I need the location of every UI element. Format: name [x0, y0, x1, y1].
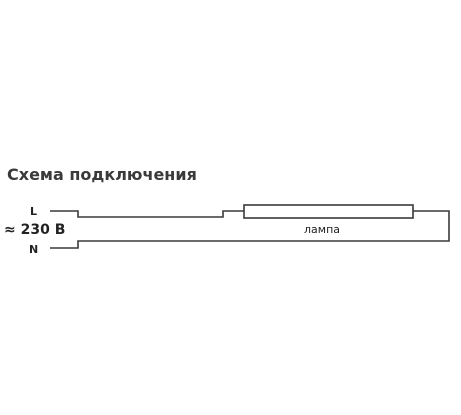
lamp-label: лампа [304, 223, 340, 236]
diagram-title: Схема подключения [7, 165, 197, 184]
neutral-label: N [29, 243, 38, 256]
line-label: L [30, 205, 37, 218]
voltage-label: ≈ 230 В [4, 222, 65, 238]
line-wire [50, 210, 244, 218]
lamp-tube [243, 204, 414, 219]
neutral-wire [50, 210, 450, 249]
